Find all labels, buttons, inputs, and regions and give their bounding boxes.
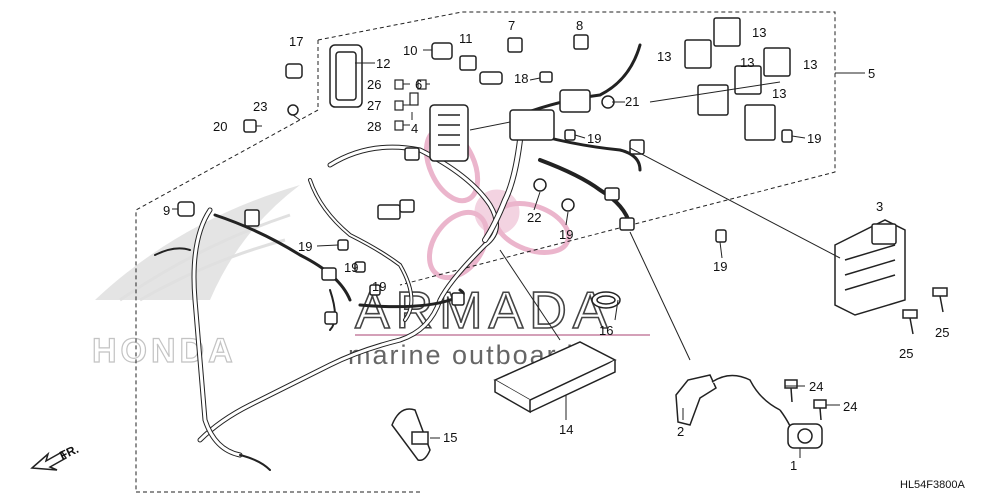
callout-14: 14: [559, 422, 573, 437]
callout-13a: 13: [752, 25, 766, 40]
callout-3: 3: [876, 199, 883, 214]
part-2-spark-plug-cap: [675, 374, 781, 426]
honda-watermark-text: HONDA: [92, 332, 237, 370]
part-12-fuse-box-cover: [329, 44, 363, 108]
callout-19e: 19: [298, 239, 312, 254]
callout-2: 2: [677, 424, 684, 439]
callout-24b: 24: [843, 399, 857, 414]
part-13-relays: [684, 17, 791, 141]
callout-11: 11: [459, 31, 473, 46]
callout-13c: 13: [740, 55, 754, 70]
callout-16: 16: [599, 323, 613, 338]
part-24-bolts: [784, 379, 827, 421]
callout-4: 4: [411, 121, 418, 136]
callout-12: 12: [376, 56, 390, 71]
callout-6: 6: [415, 77, 422, 92]
callout-10: 10: [403, 43, 417, 58]
callout-17: 17: [289, 34, 303, 49]
part-3-regulator-rectifier: [834, 219, 906, 316]
part-1-ignition-coil: [779, 409, 823, 449]
clips-and-bolts: [177, 63, 793, 296]
part-4-fuse-box: [429, 104, 469, 162]
callout-27: 27: [367, 98, 381, 113]
callout-19c: 19: [559, 227, 573, 242]
callout-19g: 19: [372, 279, 386, 294]
callout-28: 28: [367, 119, 381, 134]
callout-1: 1: [790, 458, 797, 473]
callout-24a: 24: [809, 379, 823, 394]
front-direction-indicator: FR.: [30, 442, 81, 471]
callout-9: 9: [163, 203, 170, 218]
callout-18: 18: [514, 71, 528, 86]
callout-labels: 1 2 3 4 5 6 7 8 9 10 11 12 13 13 13 13 1…: [163, 18, 949, 473]
leader-lines: [172, 49, 865, 458]
drawing-code: HL54F3800A: [900, 479, 965, 491]
part-15-strap-band: [391, 408, 431, 462]
callout-15: 15: [443, 430, 457, 445]
callout-19f: 19: [344, 260, 358, 275]
part-14-control-unit: [493, 341, 617, 414]
callout-5: 5: [868, 66, 875, 81]
callout-19a: 19: [587, 131, 601, 146]
callout-22: 22: [527, 210, 541, 225]
callout-8: 8: [576, 18, 583, 33]
armada-brand-text: ARMADA: [355, 282, 613, 340]
callout-25a: 25: [935, 325, 949, 340]
callout-20: 20: [213, 119, 227, 134]
callout-13e: 13: [772, 86, 786, 101]
callout-7: 7: [508, 18, 515, 33]
callout-19b: 19: [807, 131, 821, 146]
callout-13b: 13: [657, 49, 671, 64]
callout-26: 26: [367, 77, 381, 92]
part-25-bolts: [902, 287, 948, 335]
callout-21: 21: [625, 94, 639, 109]
callout-13d: 13: [803, 57, 817, 72]
front-label: FR.: [57, 442, 80, 463]
part-16-clamp: [591, 291, 621, 309]
callout-25b: 25: [899, 346, 913, 361]
callout-23: 23: [253, 99, 267, 114]
assembly-boundary: [135, 11, 836, 493]
callout-19d: 19: [713, 259, 727, 274]
harness-connectors: [244, 89, 645, 325]
front-arrow-icon: [30, 451, 68, 471]
sensors-and-switches: [431, 34, 589, 85]
